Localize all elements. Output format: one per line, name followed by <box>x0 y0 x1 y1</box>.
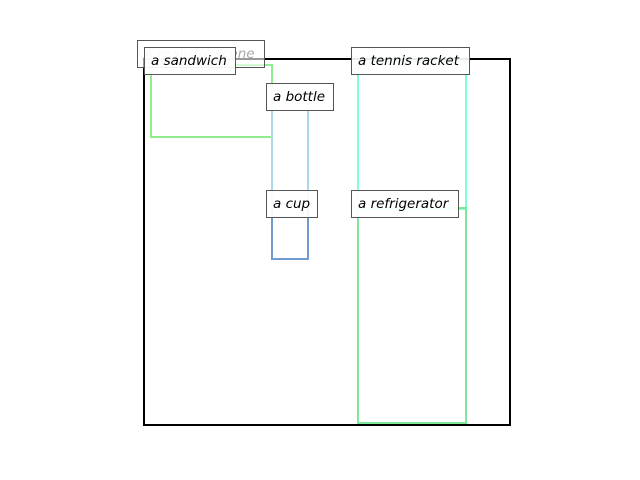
scene-frame <box>143 58 511 426</box>
refrigerator-box <box>357 207 467 424</box>
sandwich-caption: a sandwich <box>144 47 236 75</box>
tennis-racket-box <box>357 60 467 210</box>
refrigerator-caption: a refrigerator <box>351 190 459 218</box>
tennis-racket-caption: a tennis racket <box>351 47 470 75</box>
cup-caption: a cup <box>266 190 318 218</box>
bottle-caption: a bottle <box>266 83 334 111</box>
sandwich-box <box>150 64 273 138</box>
